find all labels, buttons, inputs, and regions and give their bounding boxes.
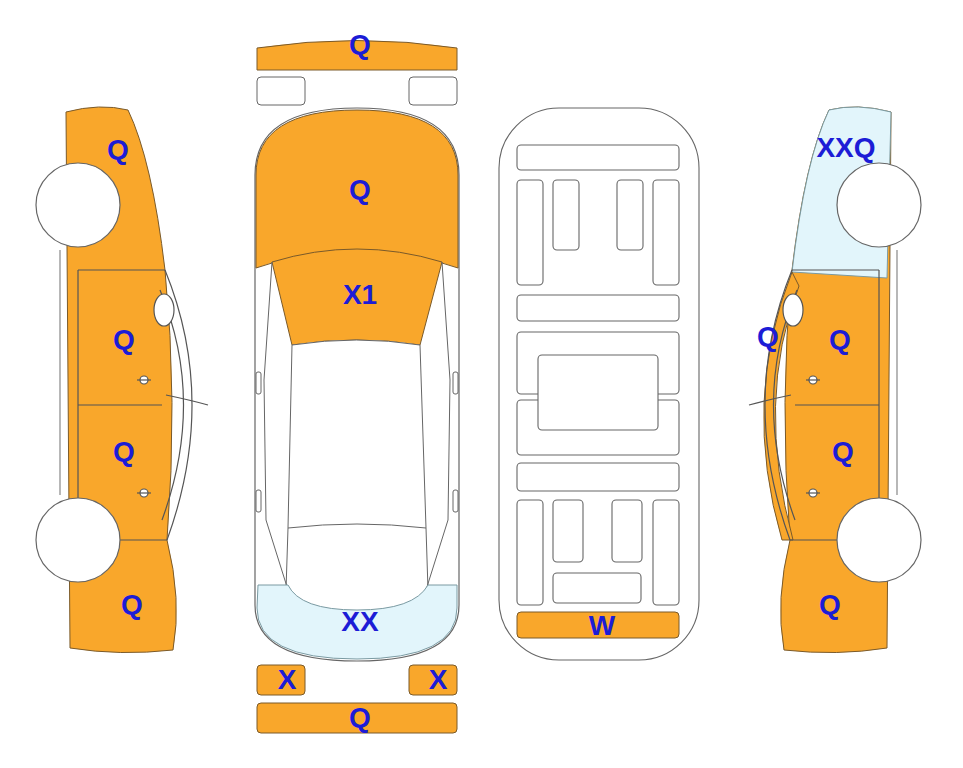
damage-code: Q <box>349 31 371 59</box>
damage-code: Q <box>107 136 129 164</box>
damage-code: X <box>278 666 297 694</box>
damage-code: Q <box>349 176 371 204</box>
damage-code: Q <box>832 438 854 466</box>
damage-code: XXQ <box>816 134 875 162</box>
damage-code: Q <box>113 326 135 354</box>
damage-code: Q <box>757 323 779 351</box>
damage-code: Q <box>349 704 371 732</box>
damage-code: XX <box>341 608 378 636</box>
damage-code: Q <box>121 591 143 619</box>
damage-code: Q <box>819 591 841 619</box>
damage-code: W <box>589 612 615 640</box>
damage-code: Q <box>113 438 135 466</box>
damage-code: X <box>429 666 448 694</box>
damage-code: Q <box>829 326 851 354</box>
damage-code: X1 <box>343 281 377 309</box>
